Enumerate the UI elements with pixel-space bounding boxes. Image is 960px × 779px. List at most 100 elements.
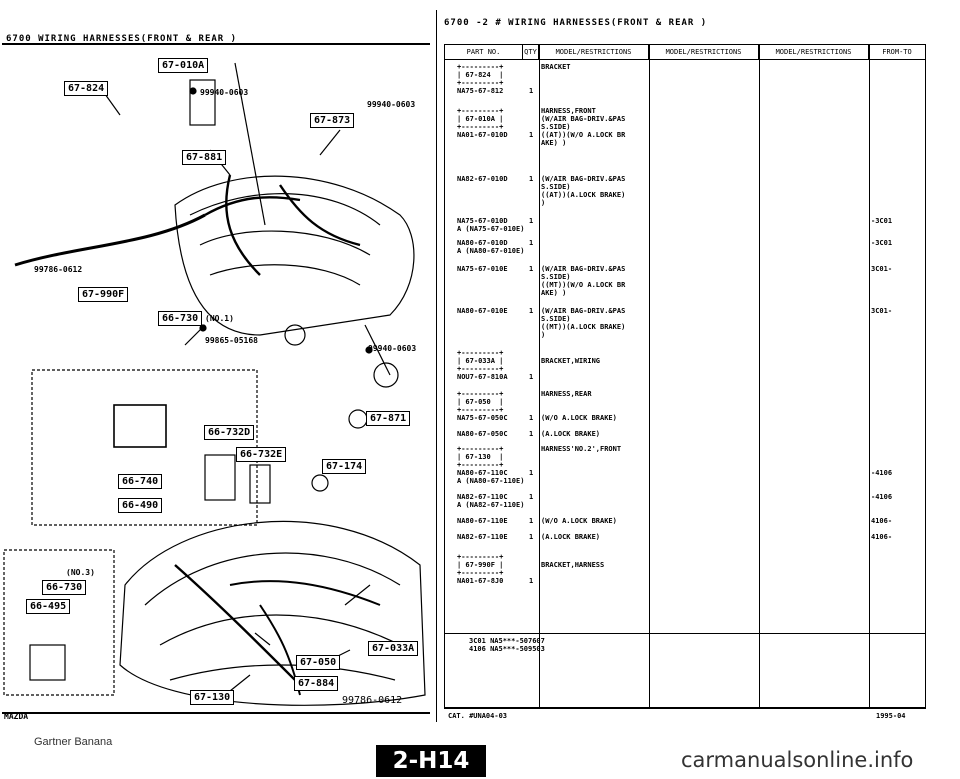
label-99865-05168: 99865-05168 xyxy=(205,336,258,345)
col-divider xyxy=(539,45,540,707)
tag-67-130: 67-130 xyxy=(190,690,235,705)
from-to: -4106 xyxy=(871,469,893,477)
col-header-model-3: MODEL/RESTRICTIONS xyxy=(759,45,869,59)
part-number: +---------+ | 67-010A | +---------+ NA01… xyxy=(457,107,508,139)
tag-67-884: 67-884 xyxy=(294,676,339,691)
from-to: 3C01- xyxy=(871,307,893,315)
description: (W/AIR BAG-DRIV.&PAS S.SIDE) ((MT))(A.LO… xyxy=(541,307,626,339)
tag-67-050: 67-050 xyxy=(296,655,341,670)
part-number: NA80-67-010E xyxy=(457,307,508,315)
from-to: 3C01- xyxy=(871,265,893,273)
description: HARNESS'NO.2',FRONT xyxy=(541,445,622,453)
footnote-text: 3C01 NA5***-507607 4106 NA5***-509503 xyxy=(469,637,545,653)
tag-66-490: 66-490 xyxy=(118,498,163,513)
quantity: 1 xyxy=(529,577,534,585)
tag-66-730: 66-730 xyxy=(158,311,203,326)
bottom-rule-left xyxy=(2,712,430,714)
description: HARNESS,FRONT (W/AIR BAG-DRIV.&PAS S.SID… xyxy=(541,107,626,147)
label-99940-0603-a: 99940-0603 xyxy=(200,88,249,97)
label-99786-0612: 99786-0612 xyxy=(34,265,83,274)
from-to: -3C01 xyxy=(871,217,893,225)
label-99940-0603-b: 99940-0603 xyxy=(367,100,416,109)
part-number: NA80-67-110E xyxy=(457,517,508,525)
description: (A.LOCK BRAKE) xyxy=(541,430,601,438)
from-to: 4106- xyxy=(871,533,893,541)
car-body-upper xyxy=(174,175,415,336)
quantity: 1 xyxy=(529,175,534,183)
part-number: NA75-67-010D A (NA75-67-010E) xyxy=(457,217,525,233)
part-number: +---------+ | 67-990F | +---------+ NA01… xyxy=(457,553,504,585)
quantity: 1 xyxy=(529,265,534,273)
label-99786-0612-b: 99786-0612 xyxy=(342,695,403,706)
tag-66-495: 66-495 xyxy=(26,599,71,614)
col-header-model-2: MODEL/RESTRICTIONS xyxy=(649,45,759,59)
description: (A.LOCK BRAKE) xyxy=(541,533,601,541)
quantity: 1 xyxy=(529,217,534,225)
tag-67-990f: 67-990F xyxy=(78,287,129,302)
label-no1: (NO.1) xyxy=(205,314,234,323)
tag-66-732d: 66-732D xyxy=(204,425,255,440)
quantity: 1 xyxy=(529,517,534,525)
part-number: NA80-67-010D A (NA80-67-010E) xyxy=(457,239,525,255)
description: BRACKET,HARNESS xyxy=(541,561,605,569)
part-number: +---------+ | 67-050 | +---------+ NA75-… xyxy=(457,390,508,422)
tag-67-010a: 67-010A xyxy=(158,58,209,73)
quantity: 1 xyxy=(529,414,534,422)
part-number: +---------+ | 67-824 | +---------+ NA75-… xyxy=(457,63,504,95)
part-number: +---------+ | 67-033A | +---------+ NOU7… xyxy=(457,349,508,381)
page-header-right: 6700 -2 # WIRING HARNESSES(FRONT & REAR … xyxy=(444,18,708,28)
quantity: 1 xyxy=(529,87,534,95)
harness-rear xyxy=(174,564,301,686)
description: HARNESS,REAR (W/O A.LOCK BRAKE) xyxy=(541,390,617,422)
tag-67-033a: 67-033A xyxy=(368,641,419,656)
quantity: 1 xyxy=(529,239,534,247)
page-header-left: 6700 WIRING HARNESSES(FRONT & REAR ) xyxy=(6,34,238,44)
center-divider xyxy=(436,10,437,722)
description: (W/AIR BAG-DRIV.&PAS S.SIDE) ((MT))(W/O … xyxy=(541,265,626,297)
wiring-diagram xyxy=(3,62,426,706)
parts-table: PART NO. QTY MODEL/RESTRICTIONS MODEL/RE… xyxy=(444,44,926,708)
quantity: 1 xyxy=(529,469,534,477)
col-divider xyxy=(759,45,760,707)
col-divider xyxy=(649,45,650,707)
part-number: NA82-67-010D xyxy=(457,175,508,183)
col-header-part-no: PART NO. xyxy=(445,45,523,59)
from-to: -3C01 xyxy=(871,239,893,247)
part-number: NA75-67-010E xyxy=(457,265,508,273)
catalog-date: 1995-04 xyxy=(876,712,906,720)
inset-box-rear xyxy=(3,549,115,696)
tag-66-732e: 66-732E xyxy=(236,447,287,462)
tag-67-871: 67-871 xyxy=(366,411,411,426)
quantity: 1 xyxy=(529,533,534,541)
col-header-qty: QTY xyxy=(523,45,539,59)
tag-67-881: 67-881 xyxy=(182,150,227,165)
part-number: NA82-67-110C A (NA82-67-110E) xyxy=(457,493,525,509)
quantity: 1 xyxy=(529,373,534,381)
tag-67-824: 67-824 xyxy=(64,81,109,96)
footer-rule xyxy=(444,708,926,709)
description: (W/AIR BAG-DRIV.&PAS S.SIDE) ((AT))(A.LO… xyxy=(541,175,626,207)
tag-66-740: 66-740 xyxy=(118,474,163,489)
quantity: 1 xyxy=(529,430,534,438)
catalog-number: CAT. #UNA04-03 xyxy=(448,712,508,720)
col-header-model-1: MODEL/RESTRICTIONS xyxy=(539,45,649,59)
part-number: +---------+ | 67-130 | +---------+ NA80-… xyxy=(457,445,525,485)
quantity: 1 xyxy=(529,131,534,139)
credit-text: Gartner Banana xyxy=(34,736,113,748)
quantity: 1 xyxy=(529,307,534,315)
header-separator xyxy=(445,59,925,60)
description: BRACKET,WIRING xyxy=(541,357,601,365)
harness-front-main xyxy=(14,213,206,267)
part-number: NA80-67-050C xyxy=(457,430,508,438)
tag-66-730-rear: 66-730 xyxy=(42,580,87,595)
header-rule-left xyxy=(2,43,430,45)
description: BRACKET xyxy=(541,63,571,71)
footnote-separator xyxy=(445,633,925,634)
col-header-from-to: FROM-TO xyxy=(882,48,912,56)
quantity: 1 xyxy=(529,493,534,501)
description: (W/O A.LOCK BRAKE) xyxy=(541,517,617,525)
car-body-lower xyxy=(119,520,426,706)
watermark: carmanualsonline.info xyxy=(681,748,914,772)
brand-mark: MAZDA xyxy=(4,712,29,721)
col-divider xyxy=(869,45,870,707)
